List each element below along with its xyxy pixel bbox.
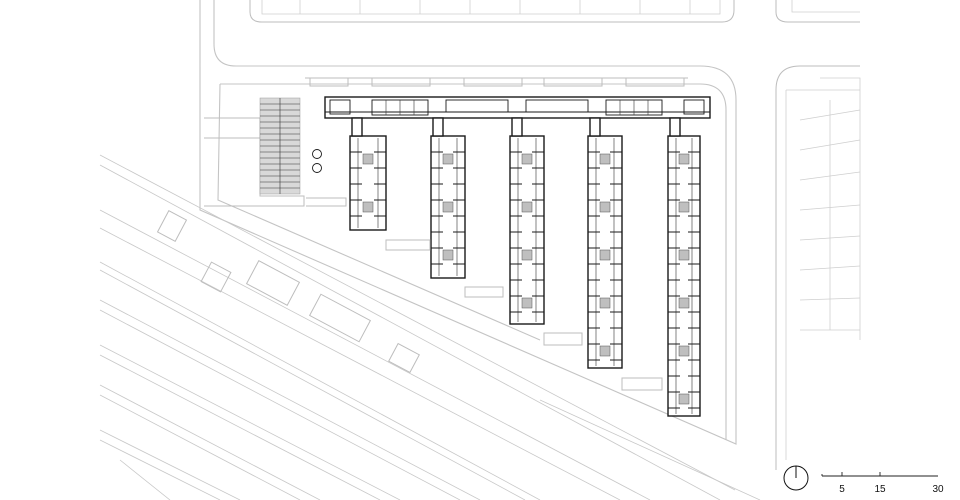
- unit-wall: [357, 138, 379, 228]
- stair-core: [521, 297, 533, 309]
- stair-core: [442, 249, 454, 261]
- context-blocks: [249, 0, 861, 470]
- unit-partitions: [350, 138, 700, 414]
- stair-core: [678, 249, 690, 261]
- tree-icon: [312, 163, 322, 173]
- unit-wall: [517, 138, 537, 322]
- scale-label-30: 30: [932, 484, 944, 495]
- stair-core: [362, 201, 374, 213]
- railway-tracks: [99, 154, 761, 500]
- block-5: [667, 117, 701, 417]
- roof-canopy: [305, 77, 688, 87]
- stair-core: [599, 297, 611, 309]
- scale-bar: 5 15 30: [821, 472, 944, 495]
- stair-core: [362, 153, 374, 165]
- stair-core: [678, 393, 690, 405]
- terraces: [385, 239, 663, 391]
- stair-core: [678, 297, 690, 309]
- stair-core: [442, 153, 454, 165]
- block-1: [349, 117, 387, 231]
- block-3: [509, 117, 545, 325]
- north-arrow-icon: [783, 465, 809, 491]
- unit-wall: [438, 138, 458, 276]
- stair-core: [599, 249, 611, 261]
- stair-core: [599, 201, 611, 213]
- stair-core: [678, 201, 690, 213]
- annex: [204, 97, 347, 207]
- bar-rooms: [329, 99, 705, 116]
- scale-label-15: 15: [874, 484, 886, 495]
- housing-complex: [305, 77, 711, 417]
- scale-label-5: 5: [839, 484, 845, 495]
- tree-icon: [312, 149, 322, 159]
- stair-core: [442, 201, 454, 213]
- stair-core: [521, 153, 533, 165]
- roads: [199, 0, 737, 445]
- stair-core: [521, 201, 533, 213]
- stair-core: [599, 345, 611, 357]
- stair-core: [678, 153, 690, 165]
- stair-cores: [362, 153, 690, 405]
- stair-core: [678, 345, 690, 357]
- stair-core: [521, 249, 533, 261]
- stair-core: [599, 153, 611, 165]
